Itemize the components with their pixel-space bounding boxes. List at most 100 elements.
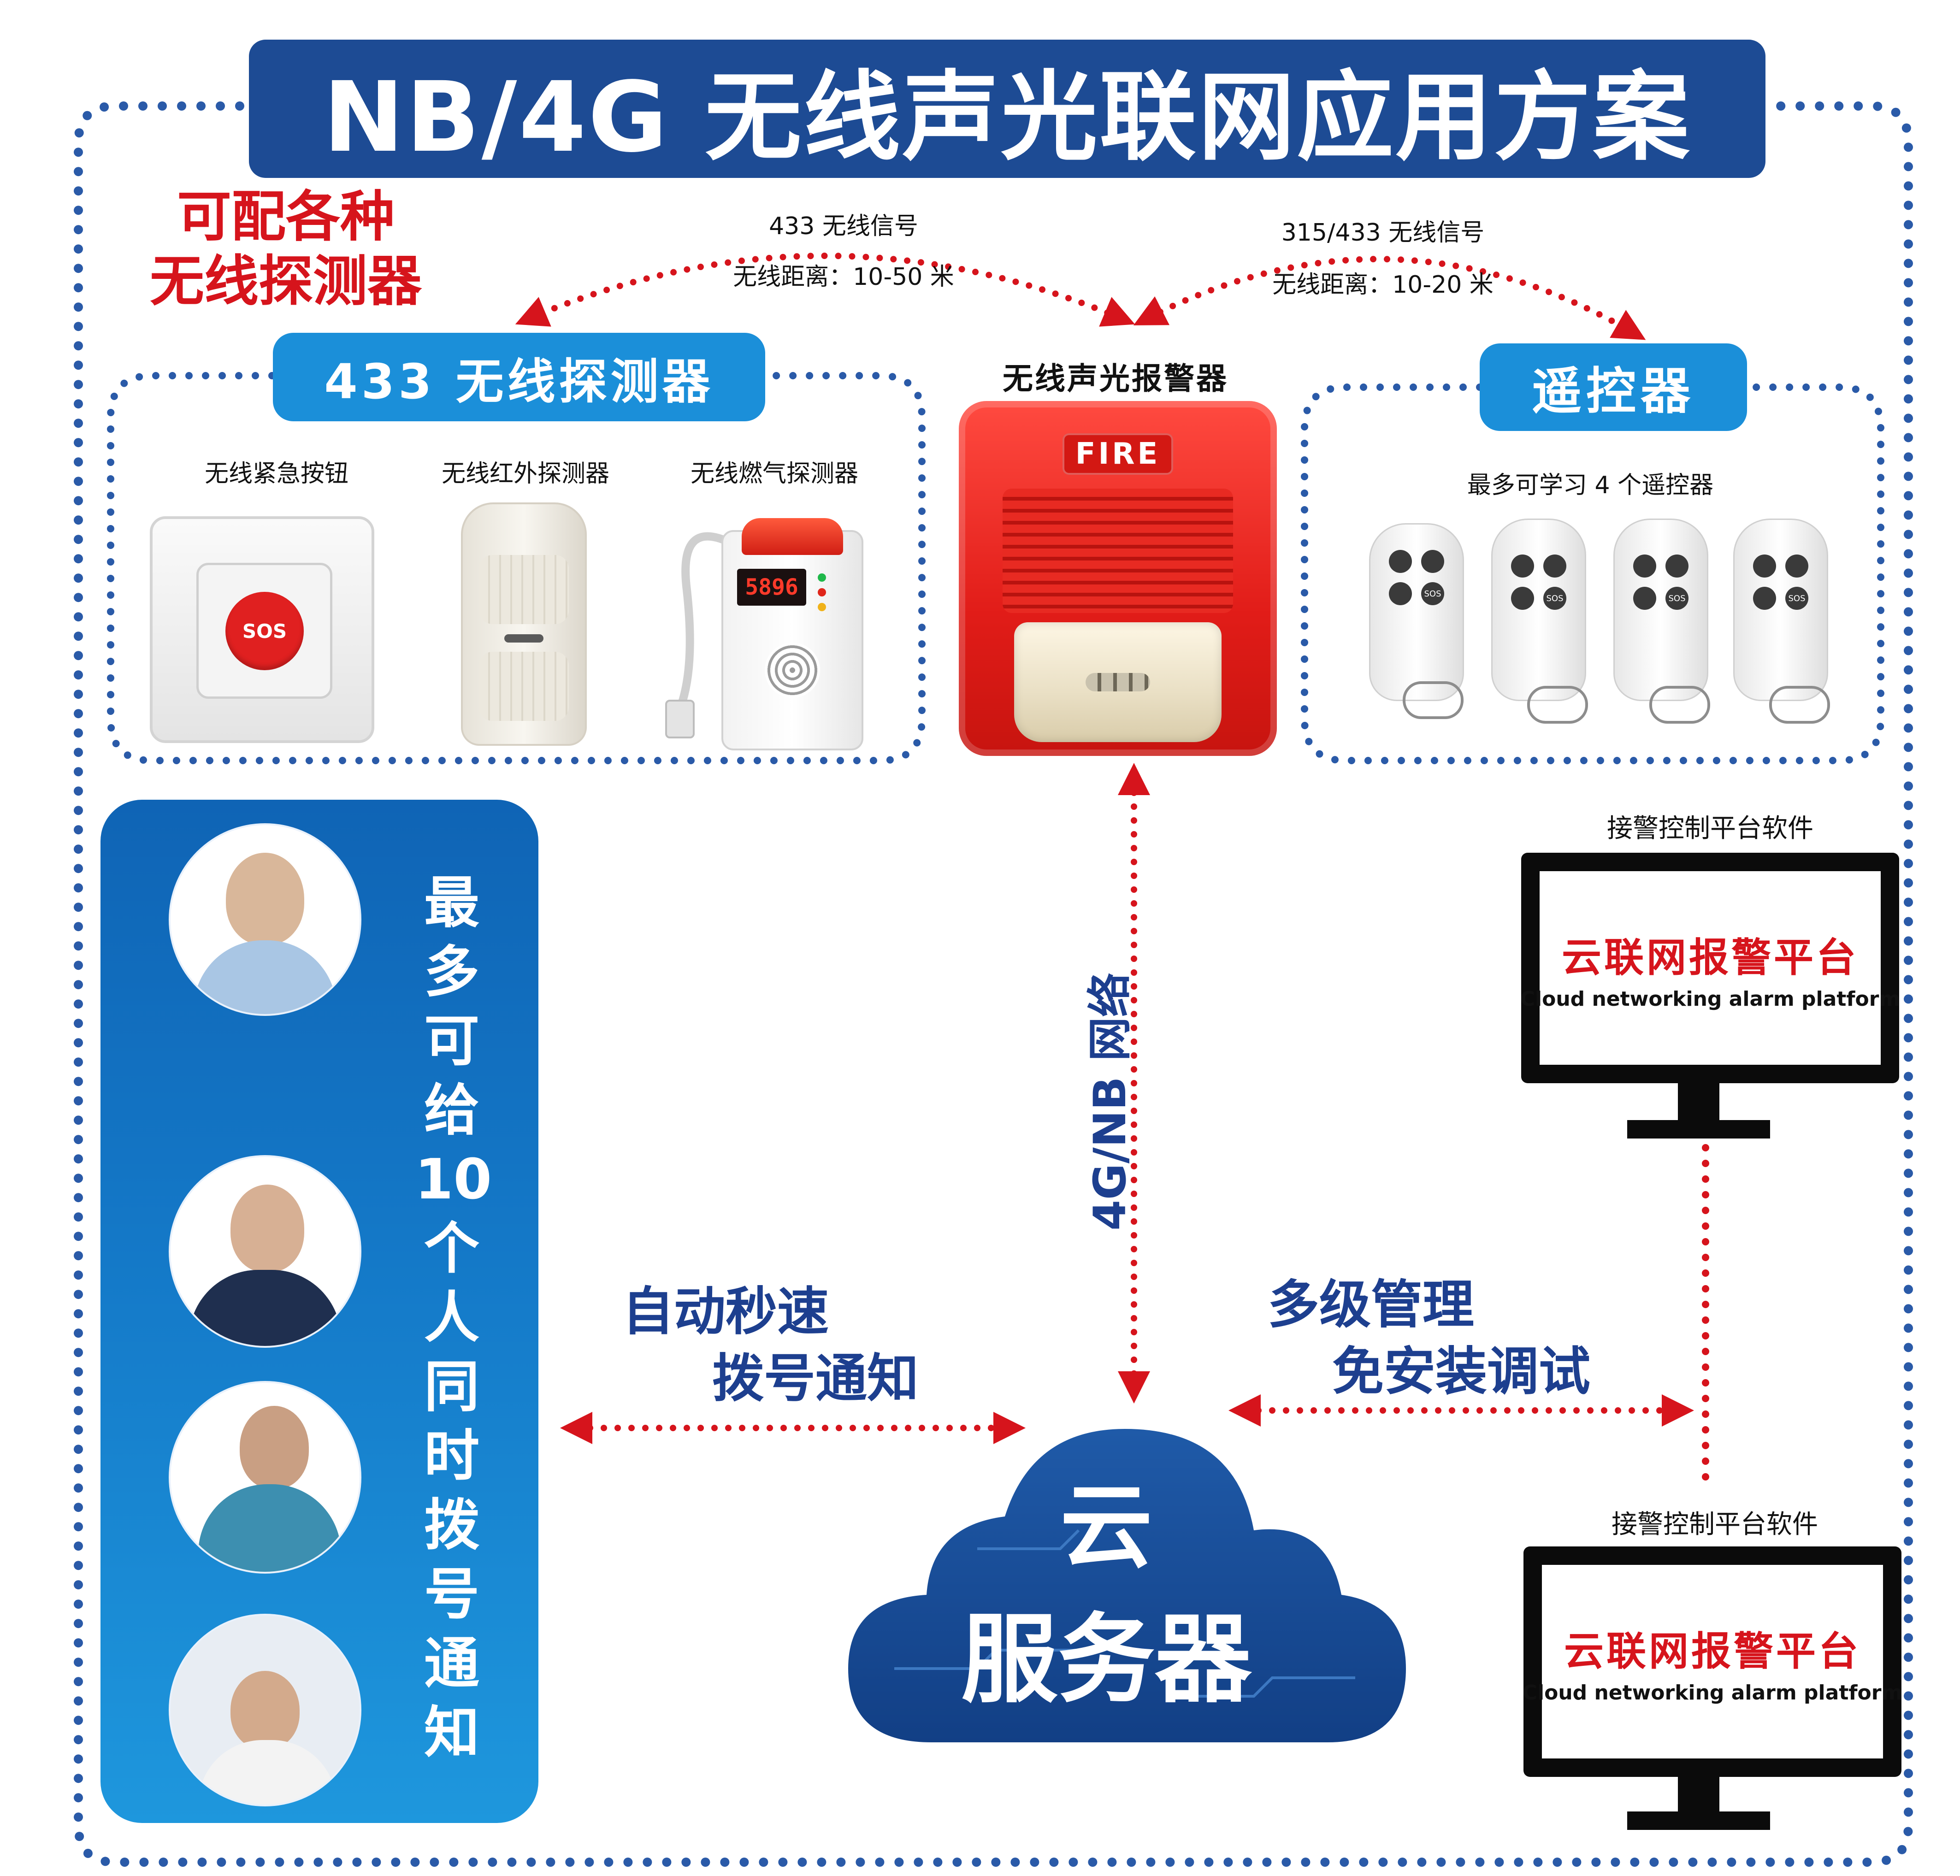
keyring-icon [1649, 686, 1710, 724]
remote-sos-label: SOS [1788, 593, 1806, 603]
remote-key-3 [1753, 587, 1776, 610]
contact-avatar-3 [171, 1383, 360, 1572]
network-label: 4G/NB 网络 [1084, 973, 1136, 1231]
monitor-stand-base [1627, 1811, 1770, 1830]
platform-title-en: Cloud networking alarm platform [1522, 1681, 1903, 1705]
gas-led-alarm [818, 588, 826, 596]
outer-dotted-frame [74, 101, 1913, 1867]
keyring-icon [1403, 681, 1464, 719]
person-body-icon [198, 1484, 341, 1572]
manage-label-line-1: 多级管理 [1268, 1275, 1474, 1335]
person-body-icon [198, 1740, 337, 1805]
contact-panel-text: 最 多 可 给 10 个 人 同 时 拨 号 通 知 [415, 869, 492, 1768]
fire-label: FIRE [1075, 437, 1161, 471]
gas-reading: 5896 [745, 574, 798, 600]
arrow-detector-link [515, 253, 1135, 327]
alarm-label: 无线声光报警器 [1003, 361, 1228, 396]
detector-label-infrared: 无线红外探测器 [441, 460, 609, 488]
detector-group-title: 433 无线探测器 [273, 333, 765, 421]
fire-plate: FIRE [1063, 433, 1173, 475]
person-silhouette-icon [230, 1185, 304, 1272]
remote-control-1: SOS [1369, 523, 1464, 719]
panel-char: 可 [424, 1009, 479, 1074]
person-body-icon [189, 1270, 341, 1346]
remote-sos-label: SOS [1546, 593, 1564, 603]
strobe-siren-device: FIRE [959, 401, 1277, 756]
panel-char: 通 [424, 1632, 479, 1696]
sos-button-icon: SOS [225, 592, 304, 670]
remote-control-3: SOS [1613, 519, 1710, 724]
platform-caption-1: 接警控制平台软件 [1607, 814, 1813, 844]
keyring-icon [1769, 686, 1830, 724]
infrared-slot [504, 634, 543, 643]
link-right-distance: 无线距离：10-20 米 [1272, 271, 1494, 299]
emergency-button-device: SOS [150, 516, 374, 743]
monitor-stand-neck [1678, 1083, 1719, 1125]
gas-top-cap [742, 518, 843, 555]
gas-led-power [818, 573, 826, 582]
remote-sos-key: SOS [1785, 587, 1808, 610]
cloud-label-line-2: 服务器 [961, 1603, 1252, 1716]
panel-char: 号 [424, 1563, 479, 1627]
panel-char: 给 [424, 1079, 479, 1143]
dial-label-line-2: 拨号通知 [712, 1349, 919, 1409]
person-silhouette-icon [240, 1406, 309, 1489]
side-note: 可配各种 无线探测器 [124, 184, 447, 313]
gas-display: 5896 [737, 569, 806, 606]
contact-avatar-1 [171, 825, 360, 1014]
gas-body: 5896 [721, 518, 863, 750]
gas-led-fault [818, 603, 826, 611]
panel-char: 多 [424, 940, 479, 1004]
platform-title-cn: 云联网报警平台 [1564, 1628, 1861, 1675]
remote-sos-label: SOS [1668, 593, 1686, 603]
person-silhouette-icon [230, 1671, 300, 1749]
remote-key-1 [1753, 555, 1776, 578]
sos-label: SOS [242, 619, 287, 643]
platform-monitor-2: 云联网报警平台 Cloud networking alarm platform [1522, 1546, 1903, 1777]
platform-monitor-1: 云联网报警平台 Cloud networking alarm platform [1520, 853, 1901, 1083]
panel-char: 知 [424, 1701, 479, 1765]
infrared-lens-bottom [479, 652, 569, 721]
remote-sos-label: SOS [1424, 589, 1441, 599]
remote-key-1 [1511, 555, 1534, 578]
panel-char: 同 [424, 1355, 479, 1419]
panel-char: 个 [424, 1217, 479, 1281]
panel-char: 时 [424, 1424, 479, 1488]
gas-detector-device: 5896 [659, 498, 867, 750]
dial-label-line-1: 自动秒速 [622, 1282, 829, 1342]
remote-key-2 [1543, 555, 1566, 578]
infrared-lens-top [479, 555, 569, 624]
remote-key-3 [1633, 587, 1656, 610]
strobe-lens [1014, 622, 1222, 742]
link-right-signal: 315/433 无线信号 [1281, 219, 1485, 247]
panel-char: 最 [424, 871, 479, 935]
platform-title-en: Cloud networking alarm platform [1520, 987, 1901, 1011]
arrow-remote-link [1133, 256, 1646, 340]
remote-key-1 [1389, 550, 1412, 573]
cloud-server-shape [848, 1429, 1406, 1742]
detector-group-frame [107, 372, 926, 764]
platform-title-cn: 云联网报警平台 [1562, 935, 1859, 981]
link-left-signal: 433 无线信号 [769, 212, 918, 240]
gas-cable-icon [665, 532, 735, 738]
emergency-button-inner: SOS [196, 563, 332, 699]
remote-key-1 [1633, 555, 1656, 578]
remote-sos-key: SOS [1665, 587, 1688, 610]
remote-key-3 [1511, 587, 1534, 610]
infrared-detector-device [461, 502, 587, 746]
remote-sos-key: SOS [1543, 587, 1566, 610]
remote-key-2 [1785, 555, 1808, 578]
remote-key-3 [1389, 582, 1412, 605]
remote-note: 最多可学习 4 个遥控器 [1467, 472, 1714, 499]
detector-label-gas: 无线燃气探测器 [690, 460, 858, 488]
keyring-icon [1527, 686, 1588, 724]
detector-label-emergency: 无线紧急按钮 [204, 460, 348, 488]
side-note-line-1: 可配各种 [177, 185, 395, 248]
platform-caption-2: 接警控制平台软件 [1612, 1510, 1818, 1540]
remote-control-2: SOS [1491, 519, 1588, 724]
monitor-stand-base [1627, 1120, 1770, 1139]
side-note-line-2: 无线探测器 [149, 249, 422, 313]
manage-label-line-2: 免安装调试 [1332, 1342, 1590, 1402]
strobe-bulbs [1086, 673, 1150, 691]
panel-char: 10 [415, 1148, 492, 1212]
